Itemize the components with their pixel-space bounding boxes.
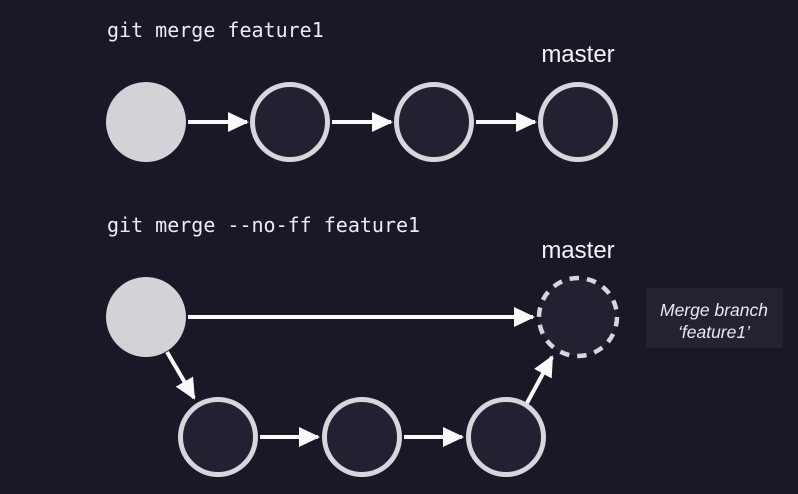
branch-label-master: master bbox=[541, 41, 614, 68]
branch-merge-arrow bbox=[525, 355, 554, 404]
merge-annotation-line1: Merge branch bbox=[660, 300, 768, 320]
head-commit-node bbox=[106, 277, 186, 357]
merge-commit-node-dashed bbox=[536, 275, 620, 359]
no-ff-merge-diagram: git merge --no-ff feature1 master Merge … bbox=[106, 213, 783, 477]
branch-diverge-arrow bbox=[165, 350, 196, 400]
feature-commit-node bbox=[466, 397, 546, 477]
feature-commit-node bbox=[178, 397, 258, 477]
fast-forward-merge-diagram: git merge feature1 master bbox=[106, 18, 618, 162]
master-commit-node bbox=[538, 82, 618, 162]
merge-annotation-box bbox=[646, 288, 783, 348]
feature-commit-node bbox=[322, 397, 402, 477]
commit-node bbox=[250, 82, 330, 162]
merge-annotation-line2: ‘feature1’ bbox=[678, 322, 751, 342]
merge-command-text: git merge feature1 bbox=[107, 18, 324, 42]
merge-command-text: git merge --no-ff feature1 bbox=[107, 213, 420, 237]
head-commit-node bbox=[106, 82, 186, 162]
commit-node bbox=[394, 82, 474, 162]
branch-label-master: master bbox=[541, 237, 614, 264]
